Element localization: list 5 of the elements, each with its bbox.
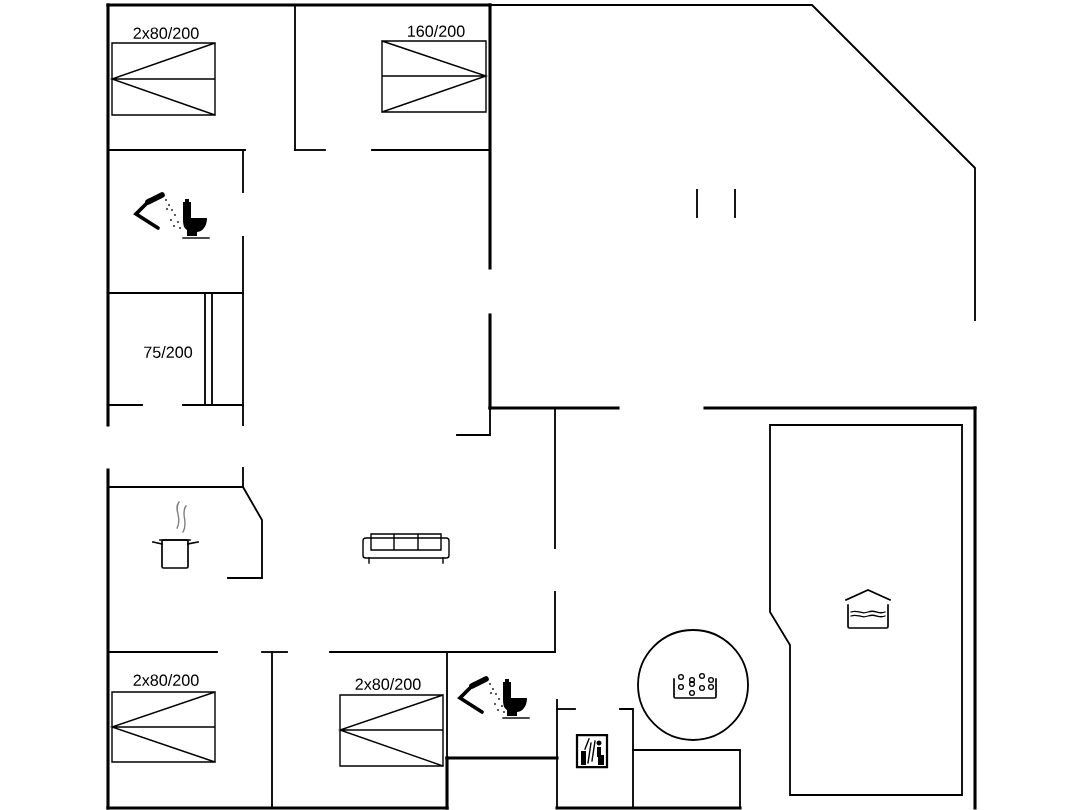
bed-size-label: 75/200 <box>144 346 193 358</box>
bed-size-label: 160/200 <box>408 25 465 37</box>
bed-size-label: 2x80/200 <box>133 27 199 39</box>
bed-size-label: 2x80/200 <box>133 674 199 686</box>
bed-size-label: 2x80/200 <box>355 678 421 690</box>
